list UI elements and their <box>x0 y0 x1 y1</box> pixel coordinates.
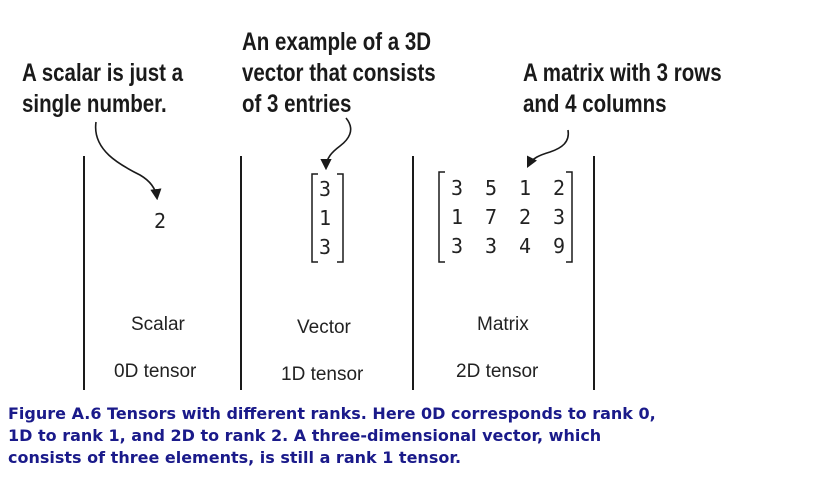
matrix-cell: 1 <box>518 176 532 200</box>
scalar-tensor-label: 0D tensor <box>114 361 197 382</box>
vector-annotation-line-3: of 3 entries <box>242 90 352 118</box>
divider-2 <box>240 156 242 390</box>
matrix-cell: 2 <box>552 176 566 200</box>
scalar-annotation-line-1: A scalar is just a <box>22 59 184 87</box>
vector-arrow <box>320 117 352 171</box>
matrix-right-bracket <box>566 171 573 263</box>
matrix-name: Matrix <box>477 314 529 335</box>
divider-right <box>593 156 595 390</box>
figure-caption: Figure A.6 Tensors with different ranks.… <box>8 403 828 469</box>
vector-annotation-line-1: An example of a 3D <box>242 28 432 56</box>
matrix-cell: 5 <box>484 176 498 200</box>
vector-annotation-line-2: vector that consists <box>242 59 436 87</box>
matrix-cell: 9 <box>552 234 566 258</box>
matrix-annotation-line-1: A matrix with 3 rows <box>523 59 722 87</box>
scalar-annotation: A scalar is just a single number. <box>22 58 183 120</box>
scalar-name: Scalar <box>131 314 185 335</box>
vector-annotation: An example of a 3D vector that consists … <box>242 27 436 120</box>
scalar-arrow <box>94 121 162 201</box>
matrix-cell: 3 <box>450 234 464 258</box>
divider-3 <box>412 156 414 390</box>
matrix-annotation: A matrix with 3 rows and 4 columns <box>523 58 722 120</box>
scalar-value: 2 <box>154 209 167 233</box>
matrix-cell: 3 <box>450 176 464 200</box>
matrix-annotation-line-2: and 4 columns <box>523 90 667 118</box>
caption-line-3: consists of three elements, is still a r… <box>8 448 462 467</box>
matrix-arrow <box>526 129 570 169</box>
matrix-cell: 1 <box>450 205 464 229</box>
vector-entry: 3 <box>319 177 332 201</box>
vector-left-bracket <box>311 173 318 263</box>
scalar-annotation-line-2: single number. <box>22 90 167 118</box>
matrix-left-bracket <box>438 171 445 263</box>
matrix-cell: 4 <box>518 234 532 258</box>
vector-entry: 3 <box>319 235 332 259</box>
matrix-cell: 2 <box>518 205 532 229</box>
vector-tensor-label: 1D tensor <box>281 364 364 385</box>
matrix-cell: 3 <box>484 234 498 258</box>
matrix-tensor-label: 2D tensor <box>456 361 539 382</box>
vector-right-bracket <box>337 173 344 263</box>
matrix-cell: 7 <box>484 205 498 229</box>
arrows-and-brackets <box>94 117 573 263</box>
caption-line-1: Figure A.6 Tensors with different ranks.… <box>8 404 656 423</box>
vector-name: Vector <box>297 317 351 338</box>
caption-line-2: 1D to rank 1, and 2D to rank 2. A three-… <box>8 426 602 445</box>
matrix-cell: 3 <box>552 205 566 229</box>
divider-left <box>83 156 85 390</box>
vector-entry: 1 <box>319 206 332 230</box>
